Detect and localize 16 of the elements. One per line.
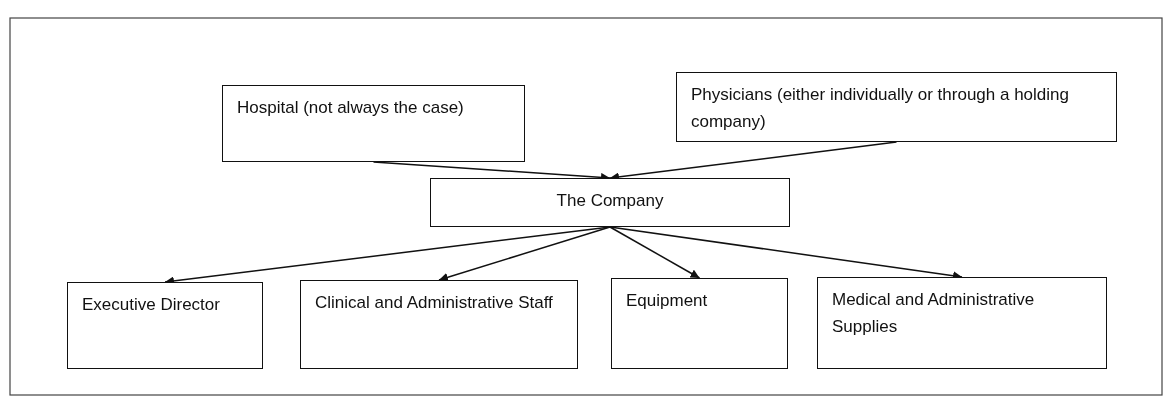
box-text: Clinical and Administrative Staff: [315, 293, 553, 312]
box-text: Hospital (not always the case): [237, 98, 464, 117]
box-text: Equipment: [626, 291, 708, 310]
entity-box: [676, 72, 1117, 142]
box-text: Executive Director: [82, 295, 220, 314]
arrow: [609, 226, 701, 279]
entity-box: [817, 277, 1107, 369]
box-text: Physicians (either individually or through a holding company): [691, 85, 1069, 132]
entity-box: [611, 278, 788, 369]
entity-box: [430, 178, 790, 227]
box-text: The Company: [556, 191, 664, 210]
arrow: [438, 226, 611, 282]
entity-box: [67, 282, 263, 369]
entity-box: [300, 280, 578, 369]
entity-box: [222, 85, 525, 162]
box-text: Medical and Administrative Supplies: [832, 290, 1035, 337]
